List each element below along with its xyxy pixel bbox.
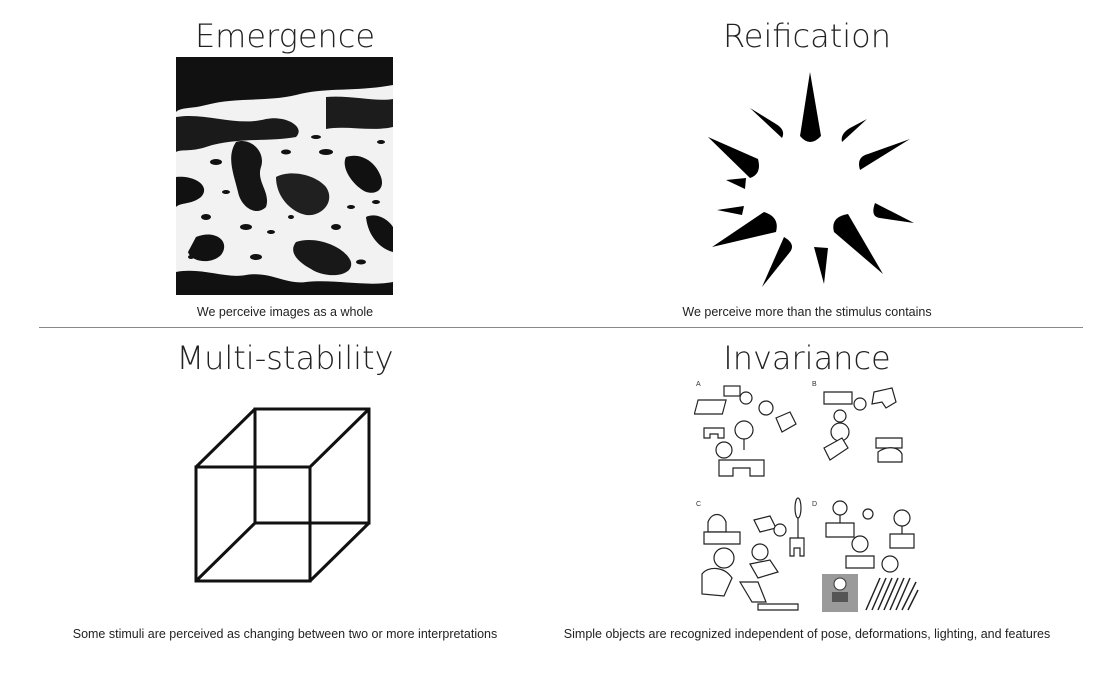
section-divider bbox=[39, 327, 1083, 328]
invariance-title: Invariance bbox=[723, 339, 891, 377]
reification-caption: We perceive more than the stimulus conta… bbox=[682, 305, 932, 319]
quadrant-label-b: B bbox=[812, 381, 817, 388]
necker-cube-image bbox=[194, 407, 371, 583]
dalmatian-illusion-image bbox=[176, 57, 393, 295]
multistability-caption: Some stimuli are perceived as changing b… bbox=[72, 627, 498, 641]
emergence-caption: We perceive images as a whole bbox=[196, 305, 374, 319]
reification-title: Reification bbox=[722, 17, 892, 55]
multistability-title: Multi-stability bbox=[176, 339, 394, 377]
quadrant-label-a: A bbox=[696, 381, 701, 388]
invariance-caption: Simple objects are recognized independen… bbox=[563, 627, 1051, 641]
quadrant-label-c: C bbox=[696, 501, 701, 508]
reification-spikes-image bbox=[708, 72, 914, 287]
emergence-title: Emergence bbox=[194, 17, 376, 55]
quadrant-label-d: D bbox=[812, 501, 817, 508]
geon-objects-image: A B C D bbox=[694, 381, 919, 612]
